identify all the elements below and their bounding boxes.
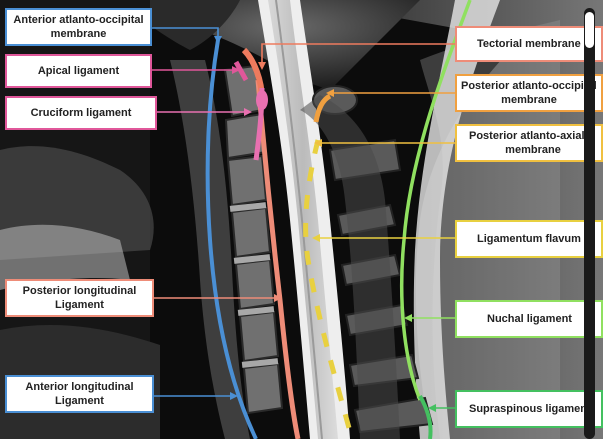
label-posterior-atlanto-occipital-membrane: Posterior atlanto-occipital membrane xyxy=(455,74,603,112)
label-tectorial-membrane: Tectorial membrane xyxy=(455,26,603,62)
label-line-2: Ligament xyxy=(55,395,104,407)
label-line-1: Anterior longitudinal xyxy=(25,381,134,393)
anterior-longitudinal-ligament-line xyxy=(205,39,258,439)
palate-region xyxy=(0,224,130,290)
posterior-longitudinal-ligament-line xyxy=(255,79,301,439)
label-text: Apical ligament xyxy=(37,65,120,77)
label-supraspinous-ligament: Supraspinous ligament xyxy=(455,390,603,428)
label-line-2: membrane xyxy=(505,144,561,156)
label-line-1: Anterior atlanto-occipital xyxy=(13,14,144,26)
posterior-atlanto-occipital-line xyxy=(313,93,332,123)
apical-ligament-line xyxy=(233,60,249,82)
supraspinous-ligament-line xyxy=(418,395,433,439)
c6-body xyxy=(238,310,280,363)
label-line-1: Posterior atlanto-axial xyxy=(469,130,585,142)
nuchal-ligament-line xyxy=(399,0,472,401)
posterior-muscles xyxy=(300,95,400,439)
label-text: Tectorial membrane xyxy=(477,38,581,50)
c4-body xyxy=(230,206,272,259)
cruciform-ligament-blob xyxy=(256,90,268,110)
label-nuchal-ligament: Nuchal ligament xyxy=(455,300,603,338)
label-anterior-longitudinal-ligament: Anterior longitudinal Ligament xyxy=(5,375,154,413)
c7-body xyxy=(242,362,284,415)
label-line-2: membrane xyxy=(50,28,107,40)
label-line-2: membrane xyxy=(501,94,557,106)
label-line-2: Ligament xyxy=(55,299,104,311)
label-text: Nuchal ligament xyxy=(487,313,572,325)
label-posterior-longitudinal-ligament: Posterior longitudinal Ligament xyxy=(5,279,154,317)
scrollbar-thumb[interactable] xyxy=(585,12,594,48)
label-text: Cruciform ligament xyxy=(30,107,132,119)
vertebral-bodies xyxy=(223,64,284,415)
ligamentum-flavum-line xyxy=(303,139,355,439)
label-posterior-atlanto-axial-membrane: Posterior atlanto-axial membrane xyxy=(455,124,603,162)
vertical-scrollbar[interactable] xyxy=(584,8,595,439)
spinal-cord xyxy=(268,0,338,439)
intervertebral-discs xyxy=(229,202,279,368)
posterior-fat-band xyxy=(413,0,500,439)
label-apical-ligament: Apical ligament xyxy=(5,54,152,88)
label-text: Supraspinous ligament xyxy=(469,403,591,415)
arrowheads xyxy=(214,36,436,412)
cord-center-line xyxy=(275,0,323,439)
label-ligamentum-flavum: Ligamentum flavum xyxy=(455,220,603,258)
leader-tectorial xyxy=(261,43,455,66)
label-text: Ligamentum flavum xyxy=(477,233,581,245)
c3-body xyxy=(226,154,268,207)
label-cruciform-ligament: Cruciform ligament xyxy=(5,96,157,130)
label-line-1: Posterior atlanto-occipital xyxy=(461,80,597,92)
c5-body xyxy=(234,258,276,311)
label-line-1: Posterior longitudinal xyxy=(22,285,137,297)
label-anterior-atlanto-occipital-membrane: Anterior atlanto-occipital membrane xyxy=(5,8,152,46)
